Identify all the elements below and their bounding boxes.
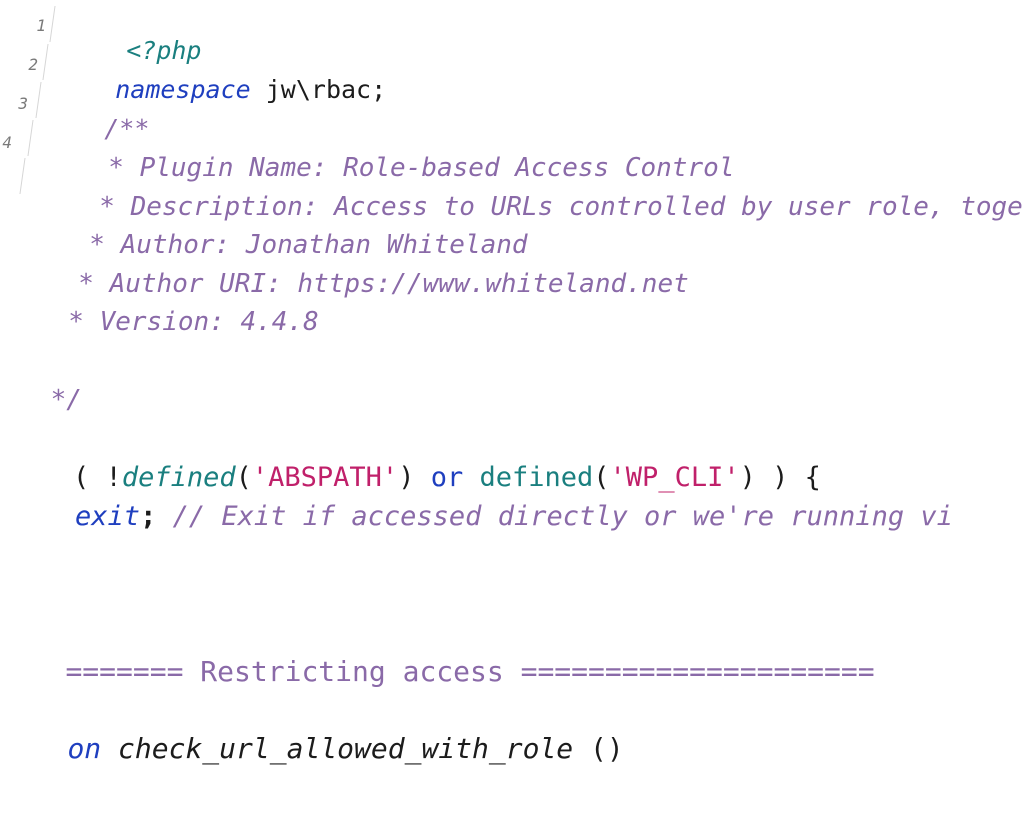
code-line-11[interactable]: exit; // Exit if accessed directly or we…	[10, 476, 953, 557]
gutter-divider	[49, 6, 56, 42]
doc-comment-version: * Version: 4.4.8	[52, 307, 319, 337]
code-line-1[interactable]: <?php	[66, 13, 201, 88]
string-abspath: 'ABSPATH'	[251, 462, 399, 493]
exit-comment: // Exit if accessed directly or we're ru…	[156, 501, 953, 532]
function-parens: ()	[573, 732, 624, 765]
code-line-6[interactable]: * Author: Jonathan Whiteland	[11, 206, 528, 284]
closing-parens: ) ) {	[739, 462, 821, 493]
doc-comment-open: /**	[104, 114, 150, 143]
namespace-name: jw\rbac;	[250, 75, 387, 104]
code-line-3[interactable]: /**	[44, 91, 149, 166]
doc-comment-close: */	[50, 385, 82, 415]
function-name: check_url_allowed_with_role	[101, 732, 574, 765]
doc-comment-author: * Author: Jonathan Whiteland	[73, 230, 528, 260]
or-operator: or	[430, 462, 464, 493]
function-keyword: on	[67, 732, 102, 765]
doc-comment-author-uri: * Author URI: https://www.whiteland.net	[62, 269, 689, 299]
doc-comment-description: * Description: Access to URLs controlled…	[83, 192, 1024, 222]
code-line-13[interactable]: on check_url_allowed_with_role ()	[0, 707, 624, 791]
if-open-paren: ( !	[73, 462, 122, 493]
namespace-keyword: namespace	[115, 75, 251, 104]
line-number-gutter: 1 2 3 4	[0, 0, 80, 818]
paren: )	[398, 462, 431, 493]
gutter-divider	[42, 44, 49, 80]
code-line-10[interactable]: ( !defined('ABSPATH') or defined('WP_CLI…	[8, 437, 821, 518]
defined-function: defined	[479, 462, 594, 493]
defined-function: defined	[121, 462, 236, 493]
paren: (	[593, 462, 610, 493]
code-line-4[interactable]: * Plugin Name: Role-based Access Control	[30, 129, 734, 207]
code-line-7[interactable]: * Author URI: https://www.whiteland.net	[0, 245, 689, 323]
section-comment: ======= Restricting access =============…	[65, 655, 875, 688]
gutter-divider	[35, 82, 42, 118]
code-line-5[interactable]: * Description: Access to URLs controlled…	[21, 168, 1024, 246]
code-line-12[interactable]: ======= Restricting access =============…	[0, 630, 875, 714]
paren: (	[235, 462, 252, 493]
code-line-9[interactable]: */	[0, 361, 82, 439]
line-number-1: 1	[36, 16, 46, 35]
php-open-tag: <?php	[126, 36, 202, 65]
code-line-2[interactable]: namespace jw\rbac;	[55, 52, 386, 127]
doc-comment-plugin-name: * Plugin Name: Role-based Access Control	[92, 153, 735, 183]
exit-keyword: exit	[75, 501, 141, 532]
line-number-2: 2	[28, 55, 38, 74]
string-wp-cli: 'WP_CLI'	[609, 462, 740, 493]
semicolon: ;	[140, 501, 157, 532]
line-number-3: 3	[18, 94, 28, 113]
line-number-4: 4	[2, 133, 12, 152]
code-line-8[interactable]: * Version: 4.4.8	[0, 283, 319, 361]
